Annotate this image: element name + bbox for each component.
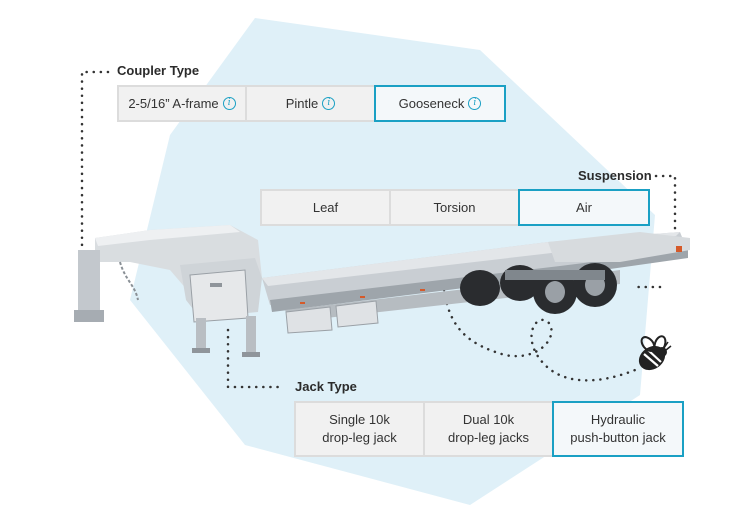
info-icon[interactable]: i [222, 97, 236, 110]
coupler-option-label: Pintle [285, 95, 319, 111]
jack-type-title: Jack Type [295, 379, 357, 394]
trailer-illustration [74, 225, 690, 357]
suspension-option-leaf[interactable]: Leaf [260, 189, 391, 226]
suspension-option-label: Torsion [433, 199, 476, 215]
jack-option-label: Single 10k drop-leg jack [322, 412, 397, 445]
bee-icon [638, 335, 672, 371]
jack-option-single-10k[interactable]: Single 10k drop-leg jack [294, 401, 425, 457]
suspension-option-torsion[interactable]: Torsion [389, 189, 520, 226]
background-hexagon [130, 18, 655, 505]
coupler-type-title: Coupler Type [117, 63, 200, 78]
jack-option-label: Hydraulic push-button jack [570, 412, 666, 445]
coupler-option-label: Gooseneck [398, 95, 465, 111]
jack-type-options: Single 10k drop-leg jack Dual 10k drop-l… [294, 401, 684, 457]
info-icon[interactable]: i [468, 97, 482, 110]
coupler-option-gooseneck[interactable]: Gooseneck i [374, 85, 506, 122]
jack-option-hydraulic[interactable]: Hydraulic push-button jack [552, 401, 684, 457]
jack-option-dual-10k[interactable]: Dual 10k drop-leg jacks [423, 401, 554, 457]
info-icon[interactable]: i [322, 97, 336, 110]
dotted-connectors [80, 70, 677, 389]
coupler-option-label: 2-5/16” A-frame [128, 95, 219, 111]
suspension-options: Leaf Torsion Air [260, 189, 650, 226]
suspension-title: Suspension [578, 168, 652, 183]
coupler-option-pintle[interactable]: Pintle i [245, 85, 376, 122]
jack-option-label: Dual 10k drop-leg jacks [448, 412, 529, 445]
coupler-type-options: 2-5/16” A-frame i Pintle i Gooseneck i [117, 85, 506, 122]
suspension-option-label: Air [576, 199, 592, 215]
suspension-option-air[interactable]: Air [518, 189, 650, 226]
suspension-option-label: Leaf [312, 199, 339, 215]
coupler-option-a-frame[interactable]: 2-5/16” A-frame i [117, 85, 247, 122]
